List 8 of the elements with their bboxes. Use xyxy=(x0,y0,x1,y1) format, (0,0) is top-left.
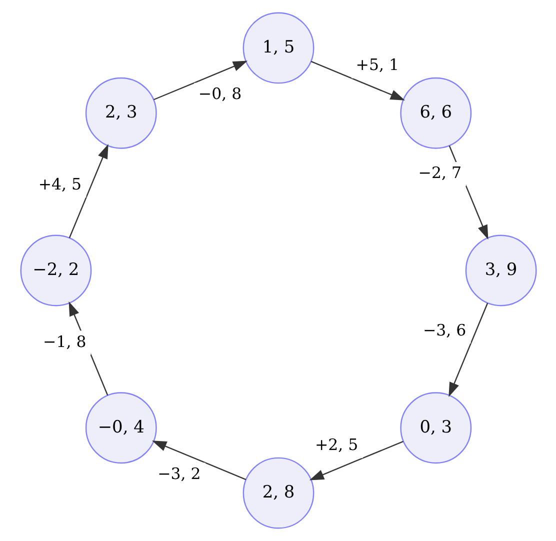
edge-label: −0, 8 xyxy=(198,84,242,104)
edge-label: −1, 8 xyxy=(42,332,86,351)
edge-label: +2, 5 xyxy=(314,435,358,454)
edge-label: −2, 7 xyxy=(418,163,461,182)
edge-label: −3, 6 xyxy=(422,320,466,340)
edge-label: −3, 2 xyxy=(157,464,200,484)
edge-label: +4, 5 xyxy=(38,174,82,194)
edge-label: +5, 1 xyxy=(355,55,398,74)
